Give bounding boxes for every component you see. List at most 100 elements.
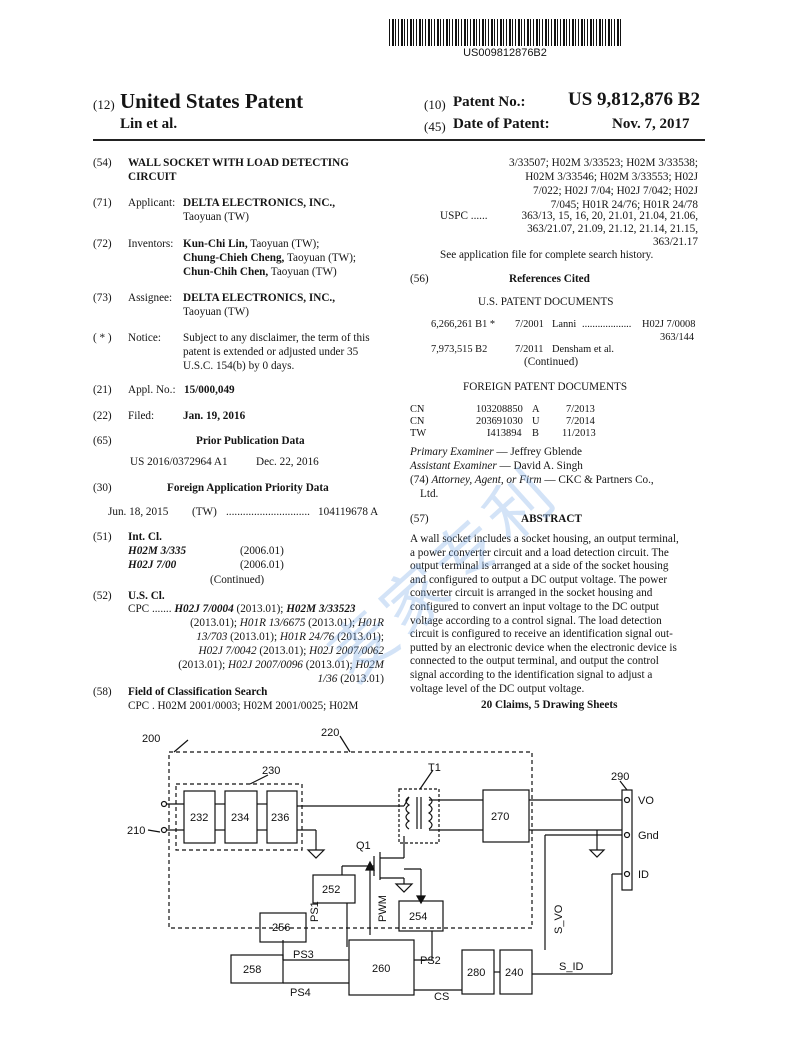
prior-pub-date: Dec. 22, 2016 — [256, 456, 319, 468]
f21-label: Appl. No.: — [128, 384, 176, 396]
field-search-head: Field of Classification Search — [128, 686, 268, 698]
us-cl-line-6: 1/36 (2013.01) — [317, 673, 385, 685]
block-260 — [348, 939, 415, 996]
uspc-line-1: 363/13, 15, 16, 20, 21.01, 21.04, 21.06, — [521, 210, 698, 222]
ref-280: 280 — [467, 967, 485, 979]
us-cl-head: U.S. Cl. — [128, 590, 165, 602]
appl-no: 15/000,049 — [184, 384, 235, 396]
ref1-dots: ................... — [582, 319, 632, 330]
signal-ps4: PS4 — [290, 987, 311, 999]
signal-cs: CS — [434, 991, 449, 1003]
f71-label: Applicant: — [128, 197, 176, 209]
block-270 — [482, 789, 530, 843]
foreign-ref-2-date: 7/2014 — [566, 416, 595, 427]
barcode-number: US009812876B2 — [463, 47, 547, 59]
f22-label: Filed: — [128, 410, 155, 422]
ref1-cls-2: 363/144 — [660, 332, 695, 343]
f72-code: (72) — [93, 238, 112, 250]
ref-t1: T1 — [428, 762, 441, 774]
f57-code: (57) — [410, 513, 429, 525]
prior-pub-number: US 2016/0372964 A1 — [130, 456, 228, 468]
header-rule — [93, 139, 705, 141]
kind-code: (12) — [93, 97, 115, 112]
priority-country: (TW) — [192, 506, 217, 518]
patent-no: US 9,812,876 B2 — [568, 89, 700, 110]
title-line-1: WALL SOCKET WITH LOAD DETECTING — [128, 157, 349, 169]
f73-label: Assignee: — [128, 292, 173, 304]
assignee-name: DELTA ELECTRONICS, INC., — [183, 292, 336, 304]
barcode — [389, 19, 621, 46]
f52-code: (52) — [93, 590, 112, 602]
applicant-city: Taoyuan (TW) — [183, 211, 249, 223]
primary-examiner: Primary Examiner — Jeffrey Gblende — [410, 446, 582, 458]
ref-232: 232 — [190, 812, 208, 824]
circuit-diagram: 200 220 230 232 234 236 210 T1 270 290 Q… — [127, 727, 659, 1003]
ref-252: 252 — [322, 884, 340, 896]
inventor-short: Lin et al. — [120, 116, 178, 132]
f65-code: (65) — [93, 435, 112, 447]
foreign-priority-head: Foreign Application Priority Data — [167, 482, 329, 494]
signal-ps1: PS1 — [309, 901, 321, 922]
attorney: (74) Attorney, Agent, or Firm — CKC & Pa… — [410, 474, 654, 486]
ref2-number: 7,973,515 B2 — [431, 344, 488, 355]
foreign-ref-2-num: 203691030 — [476, 416, 523, 427]
transformer-t1 — [398, 788, 440, 844]
f72-label: Inventors: — [128, 238, 174, 250]
notice-line-2: patent is extended or adjusted under 35 — [183, 346, 359, 358]
patent-date: Nov. 7, 2017 — [612, 116, 690, 132]
ref-q1: Q1 — [356, 840, 371, 852]
uspc-line-2: 363/21.07, 21.09, 21.12, 21.14, 21.15, — [527, 223, 698, 235]
f71-code: (71) — [93, 197, 112, 209]
ref1-cls: H02J 7/0008 — [642, 319, 696, 330]
int-cl-head: Int. Cl. — [128, 531, 162, 543]
title-line-2: CIRCUIT — [128, 171, 177, 183]
field-search-line-1: CPC . H02M 2001/0003; H02M 2001/0025; H0… — [128, 700, 359, 712]
foreign-ref-1-kind: A — [532, 404, 540, 415]
cls-line-3: 7/022; H02J 7/04; H02J 7/042; H02J — [532, 185, 698, 197]
ref-270: 270 — [491, 811, 509, 823]
int-cl-1: H02M 3/335 — [128, 545, 187, 557]
ref-210: 210 — [127, 825, 145, 837]
ground-symbol-3 — [394, 883, 414, 893]
input-terminal-top — [160, 800, 168, 808]
ref-200: 200 — [142, 733, 160, 745]
inventor-3: Chun-Chih Chen, Taoyuan (TW) — [183, 266, 337, 278]
f51-code: (51) — [93, 531, 112, 543]
housing-220-dashed — [168, 751, 533, 929]
block-236 — [266, 790, 298, 844]
foreign-ref-3-num: I413894 — [487, 428, 522, 439]
f22-code: (22) — [93, 410, 112, 422]
priority-dots: .............................. — [226, 506, 310, 518]
ref-220: 220 — [321, 727, 339, 739]
ref1-name: Lanni — [552, 319, 577, 330]
prior-pub-head: Prior Publication Data — [196, 435, 305, 447]
foreign-ref-1-num: 103208850 — [476, 404, 523, 415]
block-252 — [312, 874, 356, 904]
ref-230: 230 — [262, 765, 280, 777]
cls-line-1: 3/33507; H02M 3/33523; H02M 3/33538; — [509, 157, 698, 169]
foreign-ref-2-kind: U — [532, 416, 540, 427]
ground-symbol-1 — [306, 849, 326, 859]
inventor-2: Chung-Chieh Cheng, Taoyuan (TW); — [183, 252, 357, 264]
ref-256: 256 — [272, 922, 290, 934]
signal-id: ID — [638, 869, 649, 881]
ref-234: 234 — [231, 812, 249, 824]
ref-236: 236 — [271, 812, 289, 824]
ground-symbol-2 — [588, 849, 606, 858]
ref-258: 258 — [243, 964, 261, 976]
claims-count: 20 Claims, 5 Drawing Sheets — [481, 699, 618, 711]
foreign-ref-1: CN — [410, 404, 425, 415]
references-head: References Cited — [509, 273, 590, 285]
priority-number: 104119678 A — [318, 506, 379, 518]
int-cl-2-version: (2006.01) — [240, 559, 284, 571]
signal-s-vo: S_VO — [553, 904, 565, 934]
signal-s-id: S_ID — [559, 961, 584, 973]
attorney-line-2: Ltd. — [420, 488, 439, 500]
input-terminal-bottom — [160, 826, 168, 834]
signal-pwm: PWM — [377, 895, 389, 922]
us-cl-line-3: 13/703 (2013.01); H01R 24/76 (2013.01); — [196, 631, 384, 643]
signal-vo: VO — [638, 795, 654, 807]
filed-date: Jan. 19, 2016 — [183, 410, 246, 422]
f30-code: (30) — [93, 482, 112, 494]
applicant-name: DELTA ELECTRONICS, INC., — [183, 197, 336, 209]
